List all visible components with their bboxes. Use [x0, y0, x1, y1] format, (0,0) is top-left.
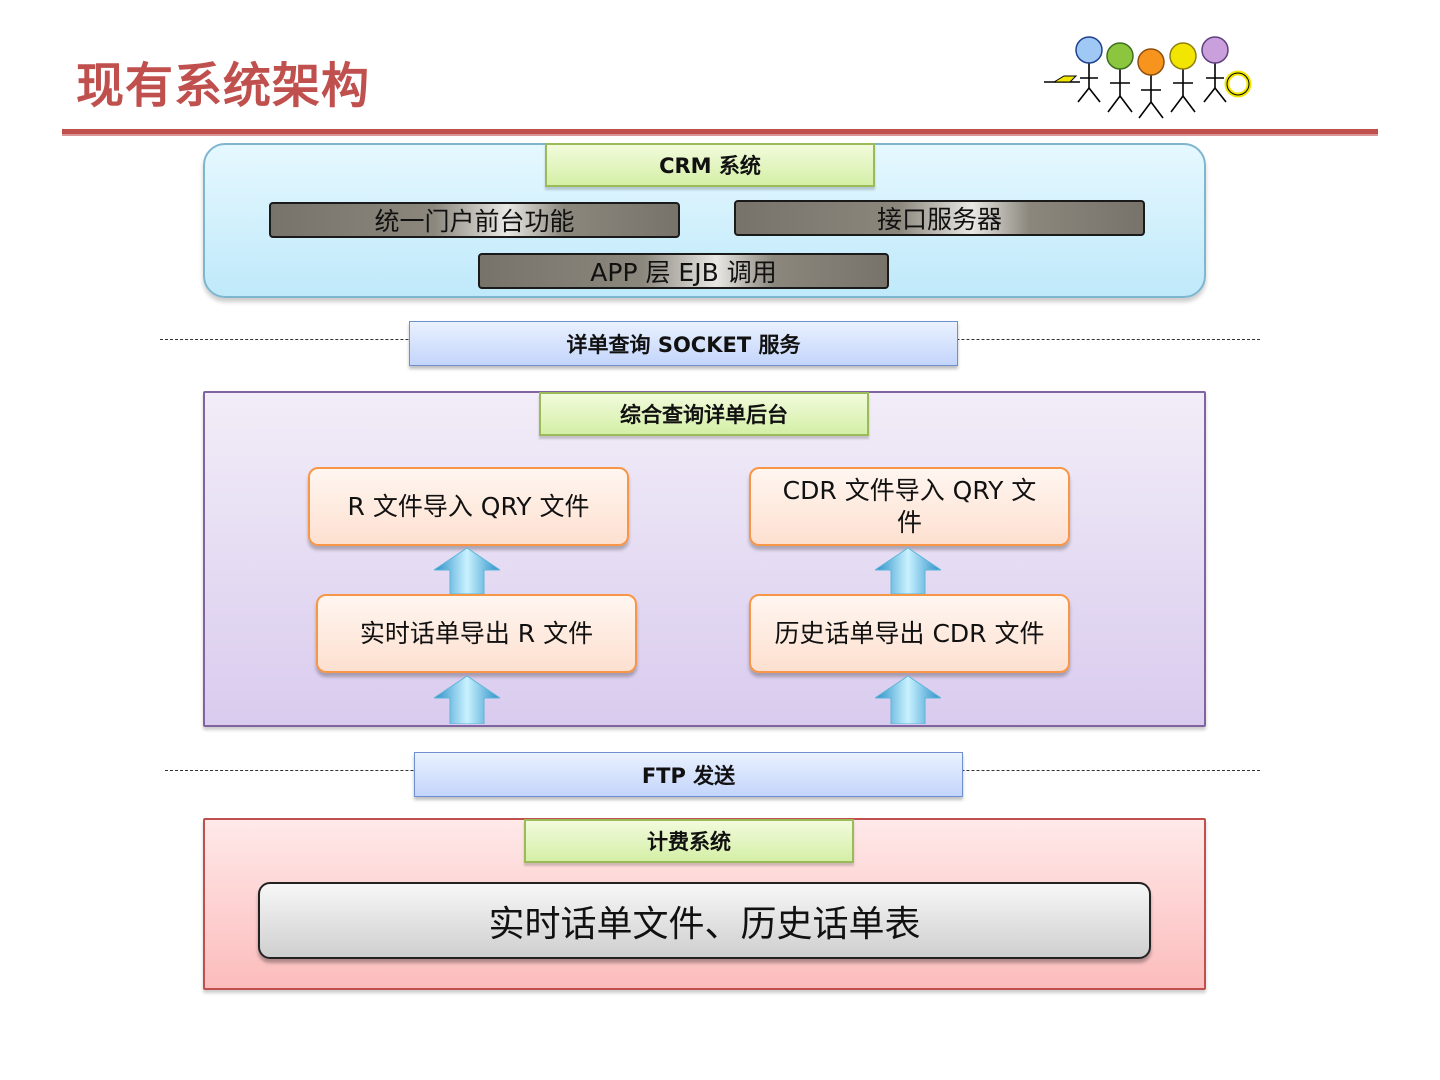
billing-files-box: 实时话单文件、历史话单表 [258, 882, 1151, 959]
history-export-box: 历史话单导出 CDR 文件 [749, 594, 1070, 673]
arrow-up-icon [434, 548, 500, 594]
logo-icon [1040, 30, 1260, 125]
app-ejb-module: APP 层 EJB 调用 [478, 253, 889, 289]
realtime-export-box: 实时话单导出 R 文件 [316, 594, 637, 673]
portal-frontend-module: 统一门户前台功能 [269, 202, 680, 238]
interface-server-module: 接口服务器 [734, 200, 1145, 236]
r-file-import-box: R 文件导入 QRY 文件 [308, 467, 629, 546]
title-underline [62, 129, 1378, 136]
arrow-up-icon [875, 676, 941, 724]
socket-service-bar: 详单查询 SOCKET 服务 [409, 321, 958, 366]
query-backend-panel [203, 391, 1206, 727]
arrow-up-icon [875, 548, 941, 594]
cdr-file-import-box: CDR 文件导入 QRY 文件 [749, 467, 1070, 546]
page-title: 现有系统架构 [76, 58, 371, 114]
crm-system-label: CRM 系统 [545, 143, 875, 187]
billing-system-label: 计费系统 [524, 819, 854, 863]
query-backend-label: 综合查询详单后台 [539, 392, 869, 436]
ftp-send-bar: FTP 发送 [414, 752, 963, 797]
arrow-up-icon [434, 676, 500, 724]
